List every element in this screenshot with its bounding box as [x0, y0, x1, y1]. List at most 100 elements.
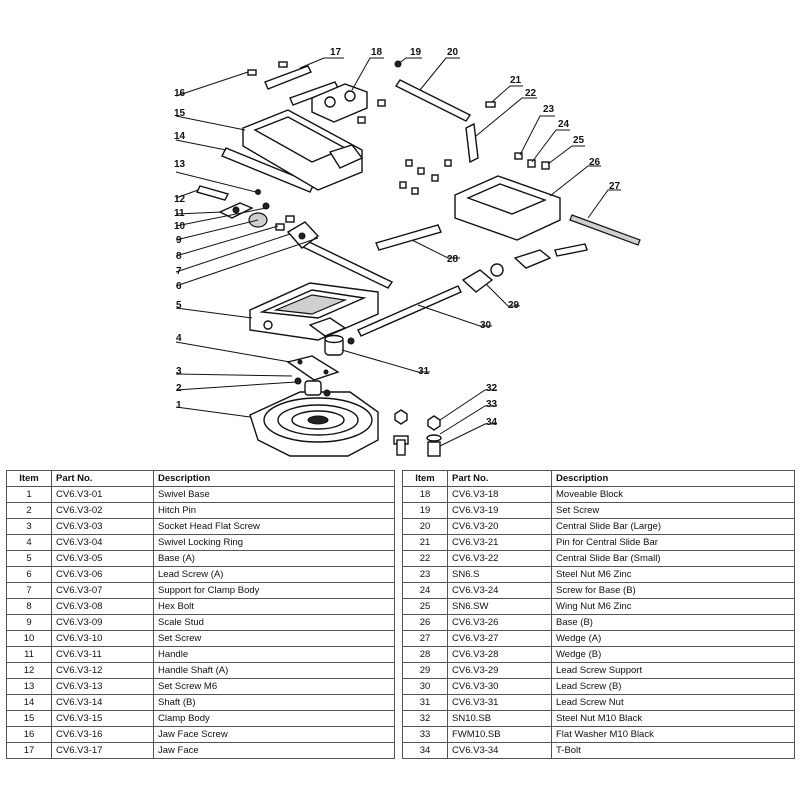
cell-description: Scale Stud: [153, 614, 395, 631]
table-header-row: Item Part No. Description: [402, 470, 795, 487]
label-32: 32: [486, 383, 498, 394]
cell-description: Central Slide Bar (Large): [551, 518, 795, 535]
cell-item: 14: [6, 694, 52, 711]
cell-part-no: CV6.V3-34: [447, 742, 552, 759]
cell-description: Pin for Central Slide Bar: [551, 534, 795, 551]
cell-description: Lead Screw Support: [551, 662, 795, 679]
cell-part-no: SN6.SW: [447, 598, 552, 615]
lead-screw-nut-part: [324, 334, 355, 356]
cell-item: 4: [6, 534, 52, 551]
cell-item: 11: [6, 646, 52, 663]
cell-item: 13: [6, 678, 52, 695]
cell-description: Hitch Pin: [153, 502, 395, 519]
cell-description: Base (A): [153, 550, 395, 567]
lead-screw-support-part: [461, 243, 588, 293]
cell-description: Jaw Face Screw: [153, 726, 395, 743]
swivel-locking-ring-part: [286, 355, 340, 381]
cell-item: 28: [402, 646, 448, 663]
label-17: 17: [330, 47, 342, 58]
cell-part-no: CV6.V3-24: [447, 582, 552, 599]
cell-description: Moveable Block: [551, 486, 795, 503]
label-8: 8: [176, 251, 182, 262]
cell-item: 9: [6, 614, 52, 631]
cell-item: 6: [6, 566, 52, 583]
label-14: 14: [174, 131, 186, 142]
cell-description: Lead Screw Nut: [551, 694, 795, 711]
cell-item: 16: [6, 726, 52, 743]
cell-description: Handle Shaft (A): [153, 662, 395, 679]
cell-part-no: CV6.V3-29: [447, 662, 552, 679]
cell-description: Screw for Base (B): [551, 582, 795, 599]
clamp-body-part: [242, 109, 364, 191]
cell-part-no: CV6.V3-17: [51, 742, 154, 759]
wedge-b-part: [375, 224, 442, 251]
label-3: 3: [176, 366, 182, 377]
label-10: 10: [174, 221, 186, 232]
cell-item: 1: [6, 486, 52, 503]
label-33: 33: [486, 399, 498, 410]
cell-item: 7: [6, 582, 52, 599]
cell-description: Flat Washer M10 Black: [551, 726, 795, 743]
label-13: 13: [174, 159, 186, 170]
swivel-base-part: [249, 391, 379, 457]
cell-part-no: CV6.V3-22: [447, 550, 552, 567]
label-16: 16: [174, 88, 186, 99]
cell-item: 29: [402, 662, 448, 679]
cell-part-no: CV6.V3-12: [51, 662, 154, 679]
shaft-b-part: [221, 147, 315, 193]
label-28: 28: [447, 254, 459, 265]
cell-description: Socket Head Flat Screw: [153, 518, 395, 535]
label-2: 2: [176, 383, 182, 394]
cell-part-no: CV6.V3-07: [51, 582, 154, 599]
cell-item: 10: [6, 630, 52, 647]
cell-part-no: CV6.V3-20: [447, 518, 552, 535]
cell-description: Hex Bolt: [153, 598, 395, 615]
cell-item: 31: [402, 694, 448, 711]
cell-item: 34: [402, 742, 448, 759]
cell-part-no: CV6.V3-18: [447, 486, 552, 503]
cell-part-no: CV6.V3-13: [51, 678, 154, 695]
label-34: 34: [486, 417, 498, 428]
wedge-a-part: [569, 214, 641, 246]
label-11: 11: [174, 208, 185, 219]
jaw-face-screw-part: [247, 61, 288, 76]
cell-part-no: CV6.V3-15: [51, 710, 154, 727]
handle-shaft-part: [195, 185, 261, 201]
cell-item: 3: [6, 518, 52, 535]
header-part-no: Part No.: [447, 470, 552, 487]
cell-part-no: CV6.V3-21: [447, 534, 552, 551]
tbolt-set-part: [393, 409, 442, 457]
label-18: 18: [371, 47, 383, 58]
cell-part-no: FWM10.SB: [447, 726, 552, 743]
cell-part-no: CV6.V3-10: [51, 630, 154, 647]
lead-screw-b-part: [357, 285, 462, 337]
label-25: 25: [573, 135, 585, 146]
base-a-part: [249, 282, 379, 341]
label-15: 15: [174, 108, 186, 119]
central-slide-bar-large-part: [394, 79, 472, 122]
cell-item: 30: [402, 678, 448, 695]
cell-part-no: CV6.V3-05: [51, 550, 154, 567]
leader-lines: [175, 57, 621, 447]
cell-item: 32: [402, 710, 448, 727]
